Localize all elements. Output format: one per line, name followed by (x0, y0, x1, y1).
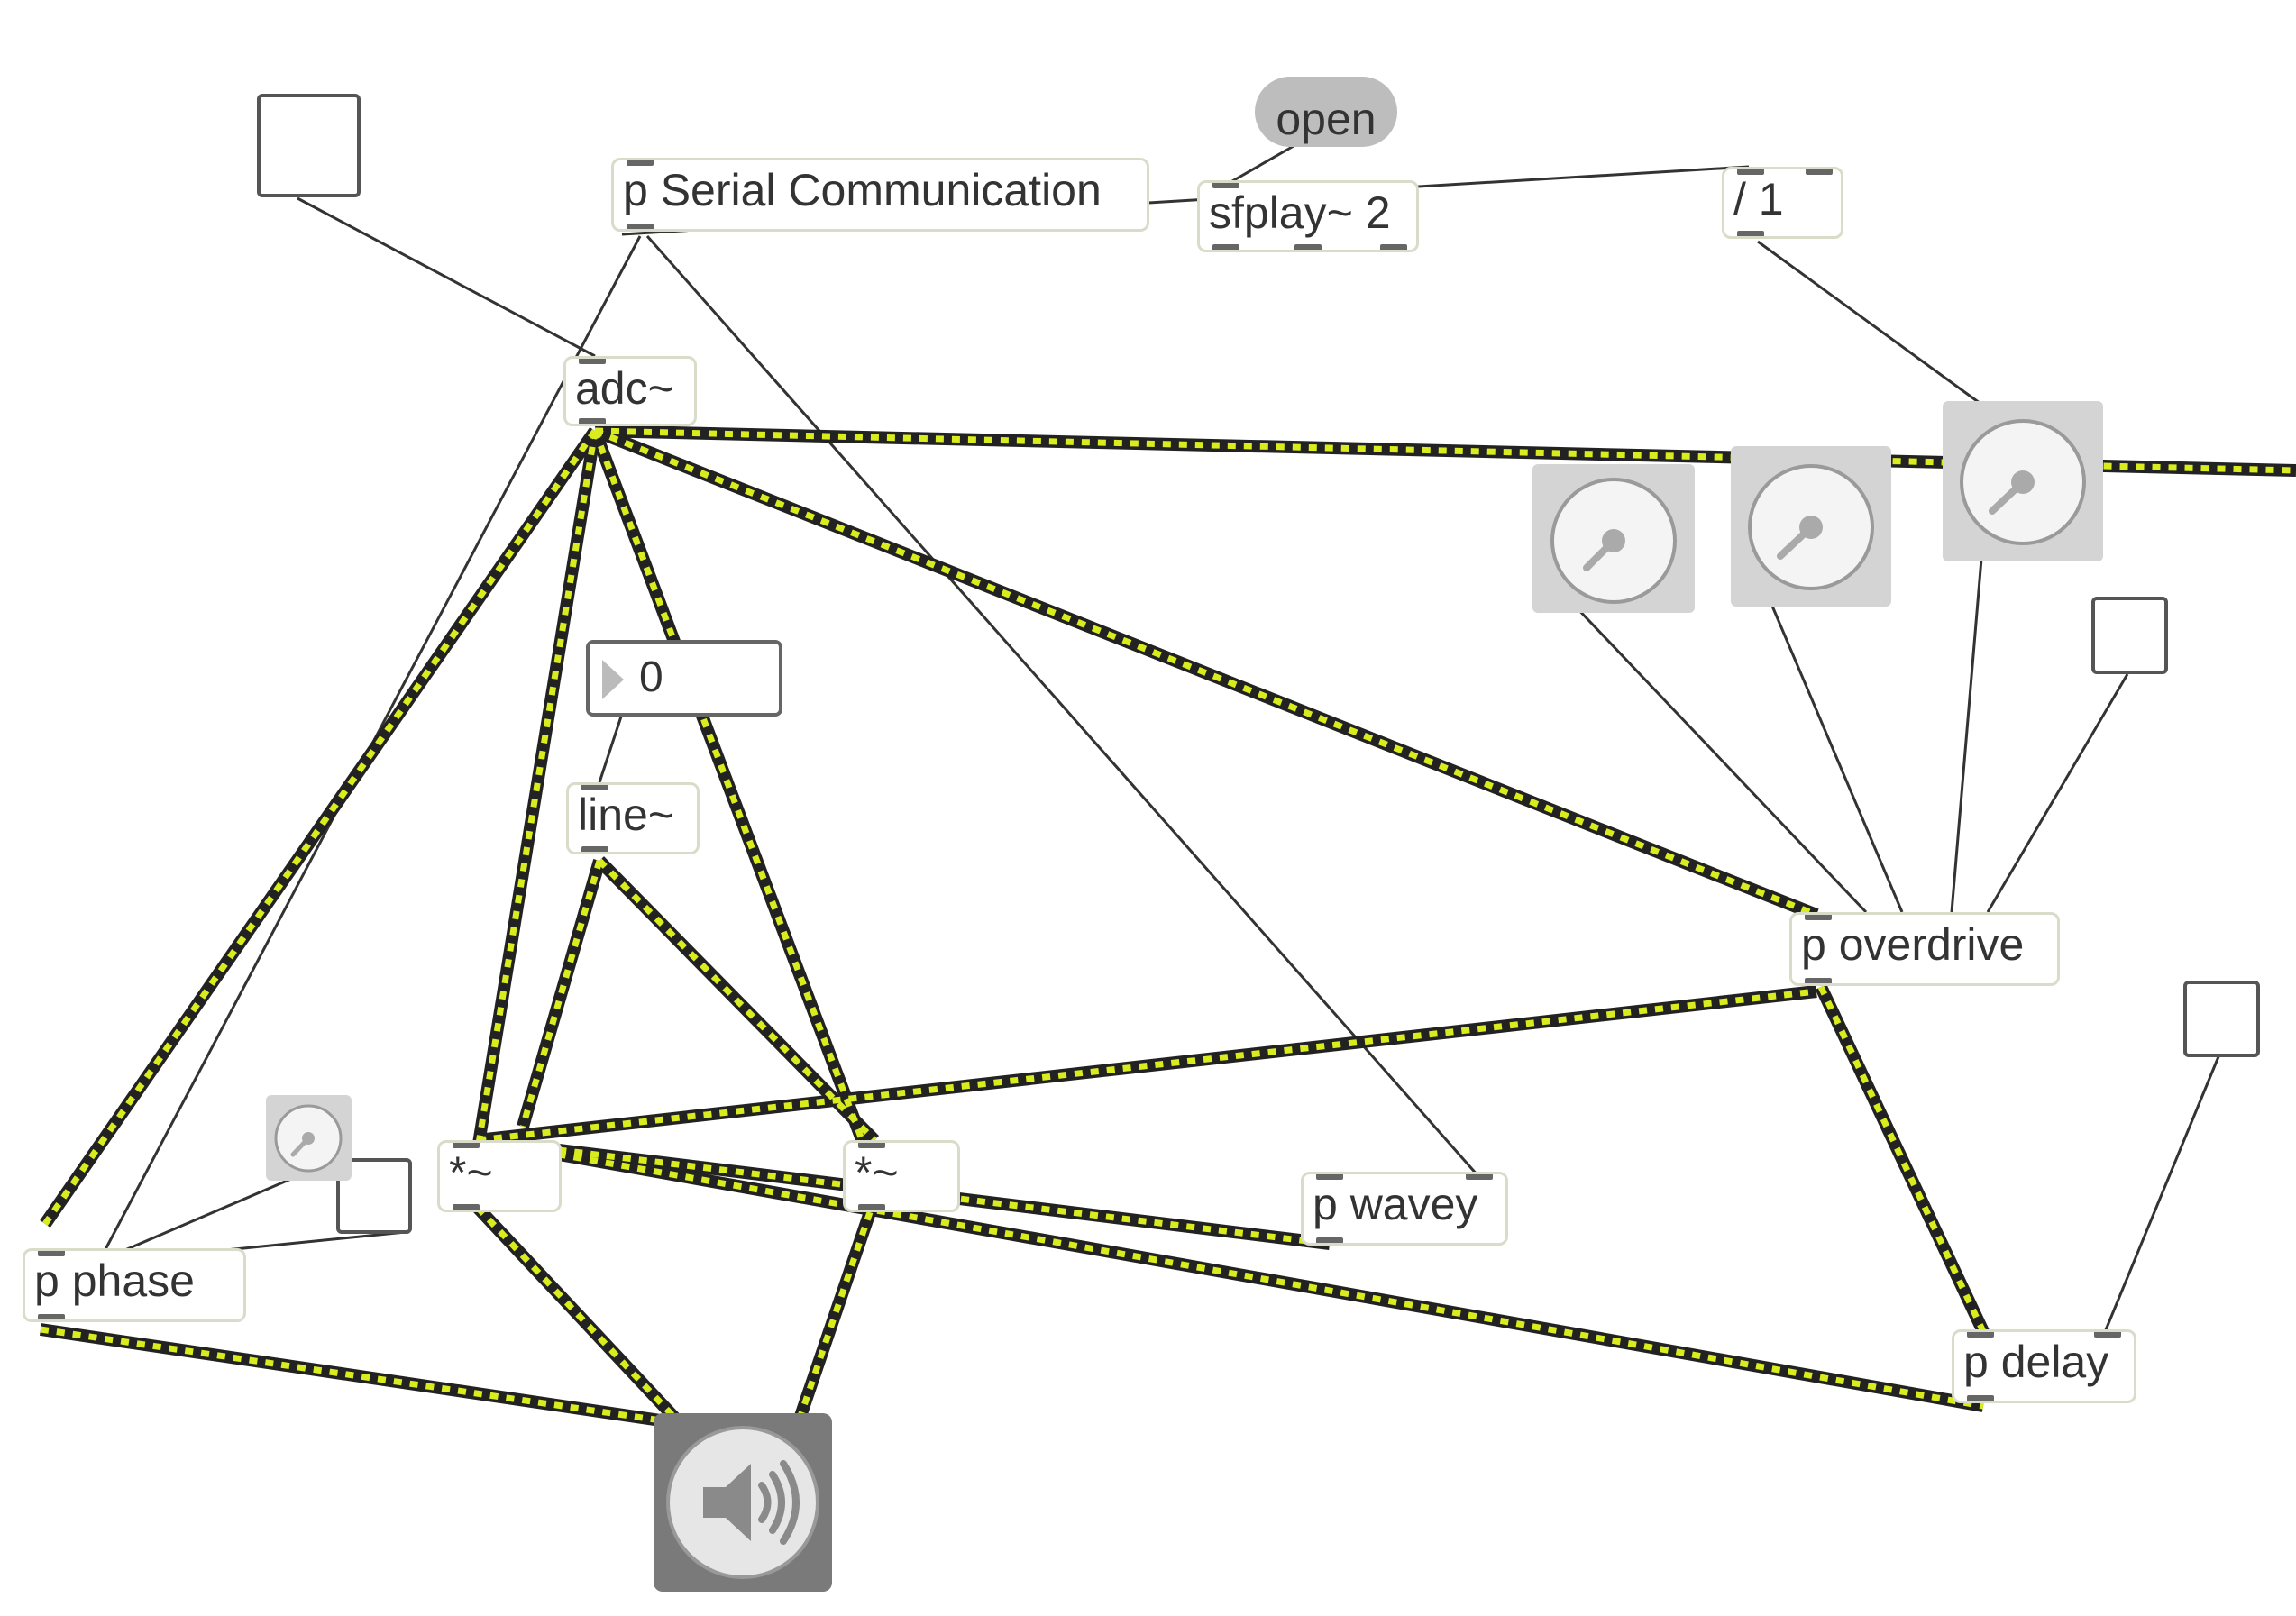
phase-object[interactable]: p phase (23, 1248, 246, 1322)
cord-toggle-adc[interactable] (297, 196, 596, 358)
dial-1[interactable] (1532, 464, 1695, 613)
sfplay-object[interactable]: sfplay~ 2 (1197, 180, 1419, 252)
multiply-label-1: *~ (449, 1147, 493, 1198)
cord-divide-dial[interactable] (1757, 240, 1984, 407)
dial-phase[interactable] (266, 1095, 352, 1181)
wavey-object[interactable]: p wavey (1301, 1172, 1508, 1246)
dial-icon (1960, 419, 2086, 545)
cord-serial-wavey[interactable] (645, 235, 1480, 1177)
toggle-overdrive[interactable] (2091, 597, 2168, 674)
overdrive-object[interactable]: p overdrive (1789, 912, 2060, 986)
serial-label: p Serial Communication (623, 165, 1102, 215)
adc-object[interactable]: adc~ (563, 356, 697, 426)
cord-open-sfplay[interactable] (1225, 144, 1294, 187)
multiply-label-2: *~ (855, 1147, 899, 1198)
speaker-icon (666, 1426, 819, 1579)
open-message[interactable]: open (1255, 77, 1397, 147)
cord-dial3-overdrive[interactable] (1950, 558, 1983, 913)
multiply-object-2[interactable]: *~ (843, 1140, 960, 1212)
cord-dial1-overdrive[interactable] (1571, 602, 1868, 914)
number-value: 0 (639, 653, 663, 701)
dial-2[interactable] (1731, 446, 1891, 607)
triangle-icon (602, 660, 624, 699)
multiply-object-1[interactable]: *~ (437, 1140, 562, 1212)
cord-toggle-delay[interactable] (2103, 1054, 2221, 1333)
dial-3[interactable] (1943, 401, 2103, 561)
overdrive-label: p overdrive (1801, 919, 2025, 970)
toggle-delay[interactable] (2183, 981, 2260, 1057)
delay-object[interactable]: p delay (1952, 1329, 2136, 1403)
adc-label: adc~ (575, 363, 674, 414)
divide-object[interactable]: / 1 (1722, 167, 1843, 239)
toggle-serial[interactable] (257, 94, 361, 197)
serial-communication-object[interactable]: p Serial Communication (611, 158, 1149, 232)
number-box[interactable]: 0 (586, 640, 782, 717)
delay-label: p delay (1963, 1337, 2109, 1387)
dial-icon (1748, 464, 1874, 590)
dial-icon (274, 1104, 343, 1173)
dac-output[interactable] (654, 1413, 832, 1592)
dial-icon (1550, 478, 1677, 604)
line-label: line~ (578, 790, 675, 840)
line-object[interactable]: line~ (566, 782, 700, 854)
cord-dial-phase[interactable] (107, 1174, 298, 1259)
cord-toggle-overdrive[interactable] (1986, 673, 2129, 913)
sfplay-label: sfplay~ 2 (1209, 187, 1391, 238)
cord-number-line[interactable] (598, 713, 624, 783)
wavey-label: p wavey (1313, 1179, 1478, 1229)
phase-label: p phase (34, 1255, 195, 1306)
cord-dial2-overdrive[interactable] (1770, 603, 1904, 913)
divide-label: / 1 (1733, 174, 1784, 224)
